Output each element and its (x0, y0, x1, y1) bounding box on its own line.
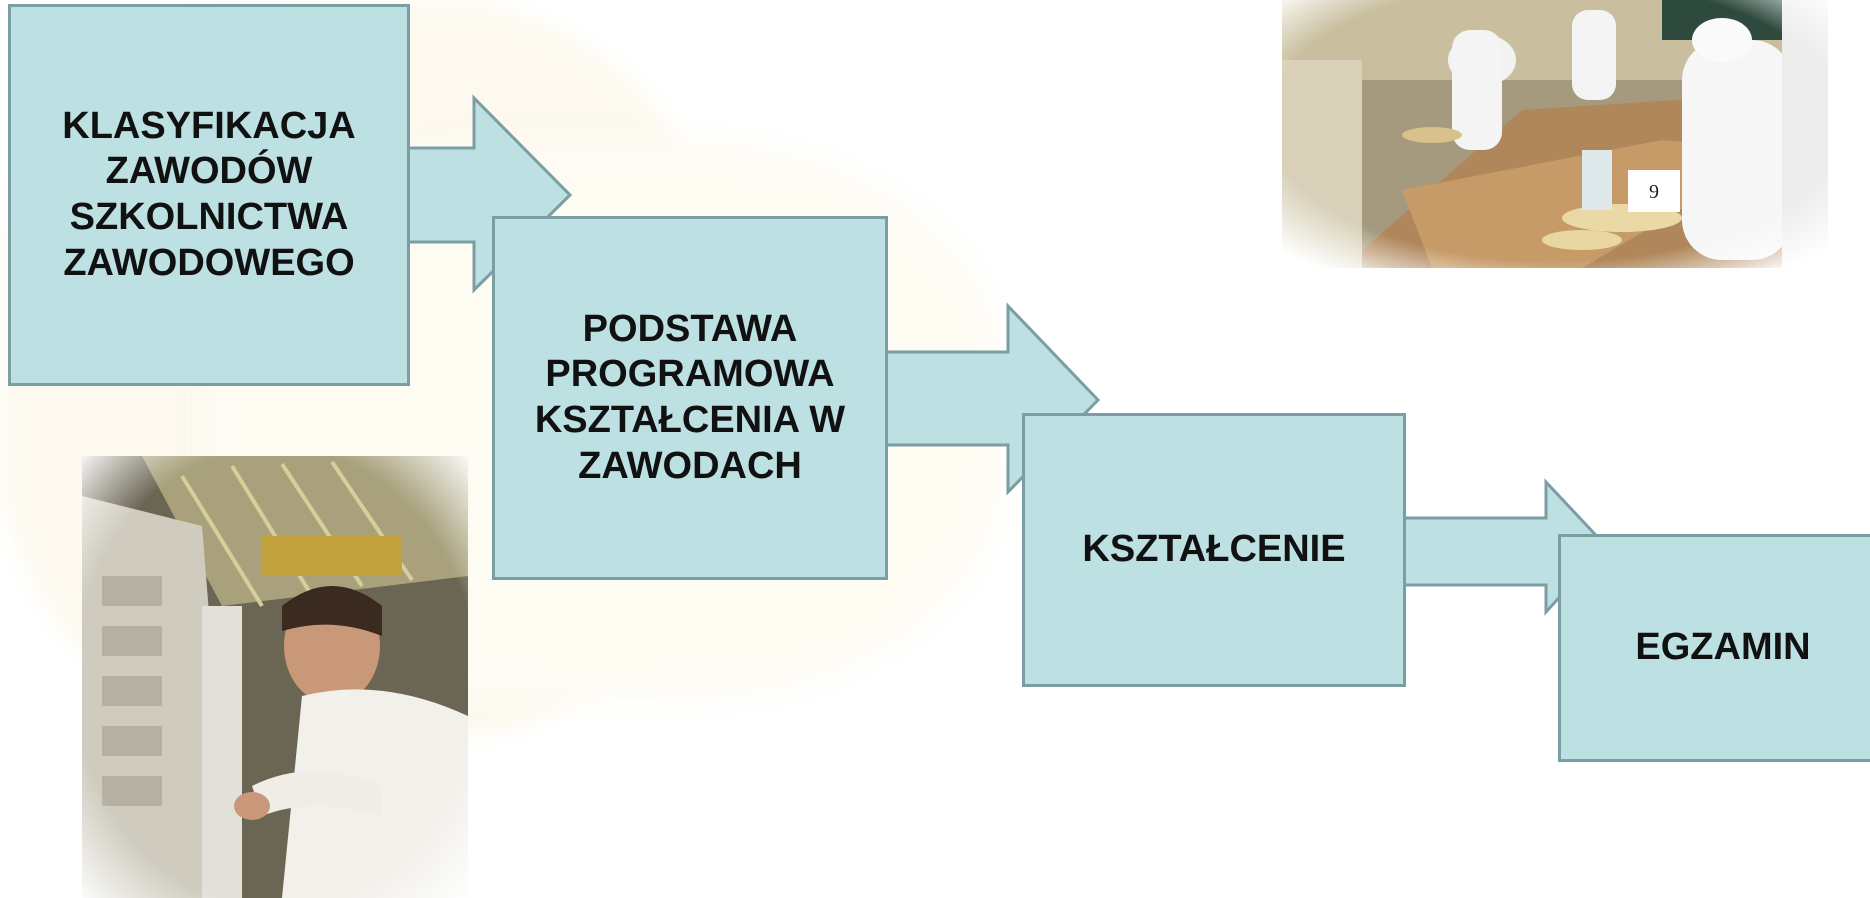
server-technician-photo (82, 456, 468, 898)
step-label: EGZAMIN (1635, 626, 1811, 669)
bakery-class-photo: 9 (1282, 0, 1828, 268)
step-core-curriculum: PODSTAWA PROGRAMOWA KSZTAŁCENIA W ZAWODA… (492, 216, 888, 580)
step-exam: EGZAMIN (1558, 534, 1870, 762)
step-label: KSZTAŁCENIE (1082, 528, 1346, 571)
step-classification: KLASYFIKACJA ZAWODÓW SZKOLNICTWA ZAWODOW… (8, 4, 410, 386)
step-education: KSZTAŁCENIE (1022, 413, 1406, 687)
step-label: PODSTAWA PROGRAMOWA KSZTAŁCENIA W ZAWODA… (534, 307, 846, 487)
step-label: KLASYFIKACJA ZAWODÓW SZKOLNICTWA ZAWODOW… (62, 104, 356, 284)
